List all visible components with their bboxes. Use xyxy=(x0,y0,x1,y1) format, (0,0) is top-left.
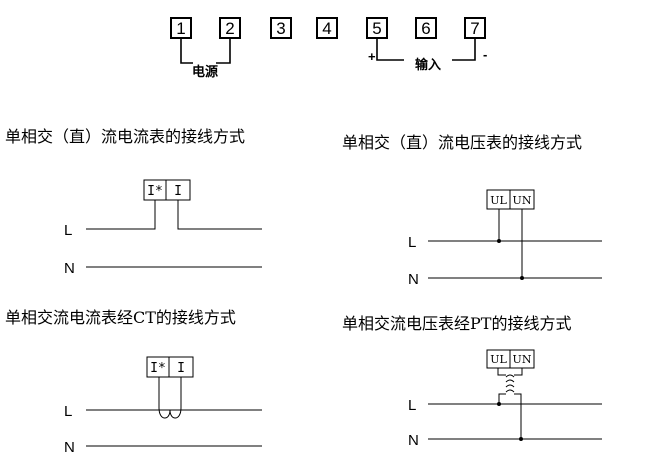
pt-voltage-title: 单相交流电压表经PT的接线方式 xyxy=(342,314,571,333)
ac-current-box-left-label: I* xyxy=(147,184,163,199)
input-label: 输入 xyxy=(415,57,441,72)
terminal-number-4: 4 xyxy=(322,19,331,38)
terminal-box-4 xyxy=(316,17,338,39)
terminal-number-2: 2 xyxy=(225,19,234,38)
terminal-box-6 xyxy=(415,17,437,39)
ac-voltage-title: 单相交（直）流电压表的接线方式 xyxy=(342,133,582,152)
pt-voltage-l-label: L xyxy=(408,397,416,414)
ac-voltage-l-junction xyxy=(497,239,501,243)
ac-voltage-n-junction xyxy=(520,276,524,280)
ct-current-box-left-label: I* xyxy=(150,361,166,376)
power-bracket xyxy=(180,38,231,64)
pt-voltage-box-right-label: UN xyxy=(513,353,532,366)
ac-voltage-box-left-label: UL xyxy=(490,194,507,207)
ac-voltage-l-label: L xyxy=(408,234,416,251)
terminal-number-3: 3 xyxy=(276,19,285,38)
ac-current-l-wire xyxy=(86,200,262,230)
ct-current-title: 单相交流电流表经CT的接线方式 xyxy=(5,308,236,327)
pt-coil-icon xyxy=(505,374,515,393)
ct-current-box-right-label: I xyxy=(177,361,185,376)
ac-voltage-n-label: N xyxy=(408,271,419,288)
pt-voltage-box-left-label: UL xyxy=(490,353,507,366)
terminal-number-1: 1 xyxy=(176,19,185,38)
input-plus-sign: + xyxy=(368,49,376,64)
ct-current-l-label: L xyxy=(64,403,72,420)
pt-voltage-l-junction xyxy=(497,402,501,406)
terminal-box-3 xyxy=(270,17,292,39)
terminal-number-7: 7 xyxy=(470,19,479,38)
input-minus-sign: - xyxy=(483,47,487,62)
ac-current-n-label: N xyxy=(64,260,75,277)
pt-voltage-lead-left xyxy=(497,368,506,376)
pt-voltage-n-junction xyxy=(519,437,523,441)
ac-current-box-right-label: I xyxy=(174,184,182,199)
pt-voltage-n-label: N xyxy=(408,432,419,449)
input-bracket xyxy=(376,38,476,61)
pt-voltage-lead-right xyxy=(514,368,523,376)
pt-voltage-l-lead xyxy=(498,393,506,404)
terminal-number-6: 6 xyxy=(421,19,430,38)
terminal-number-5: 5 xyxy=(372,19,381,38)
ac-voltage-box-right-label: UN xyxy=(513,194,532,207)
ac-current-title: 单相交（直）流电流表的接线方式 xyxy=(5,127,245,146)
pt-voltage-n-lead xyxy=(514,393,522,439)
power-label: 电源 xyxy=(192,64,218,79)
ct-current-n-label: N xyxy=(64,439,75,456)
ac-current-l-label: L xyxy=(64,222,72,239)
